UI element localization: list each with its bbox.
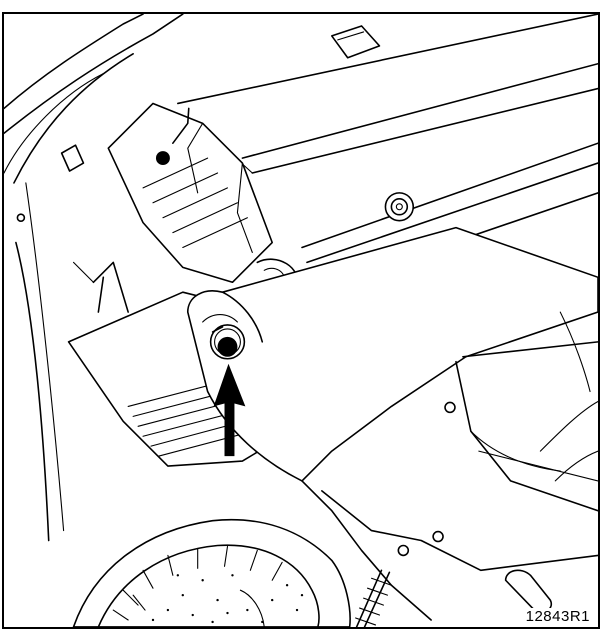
suspension-arm (186, 226, 598, 512)
tyre-texture (151, 574, 304, 624)
left-tab (60, 144, 85, 172)
diagram-frame: 12843R1 (2, 12, 600, 629)
left-mark (16, 213, 26, 222)
figure-reference-code: 12843R1 (523, 608, 592, 625)
wheel-arch-outline (4, 14, 184, 542)
fixing-bolt (209, 324, 246, 360)
tyre (72, 519, 351, 627)
grommet (384, 192, 415, 222)
arrow-up-icon (213, 363, 246, 457)
coil-hose (355, 569, 392, 627)
upper-bracket (107, 102, 273, 284)
lower-bodywork (301, 311, 598, 621)
vehicle-underbody-drawing (4, 14, 598, 627)
body-clip (330, 25, 381, 59)
